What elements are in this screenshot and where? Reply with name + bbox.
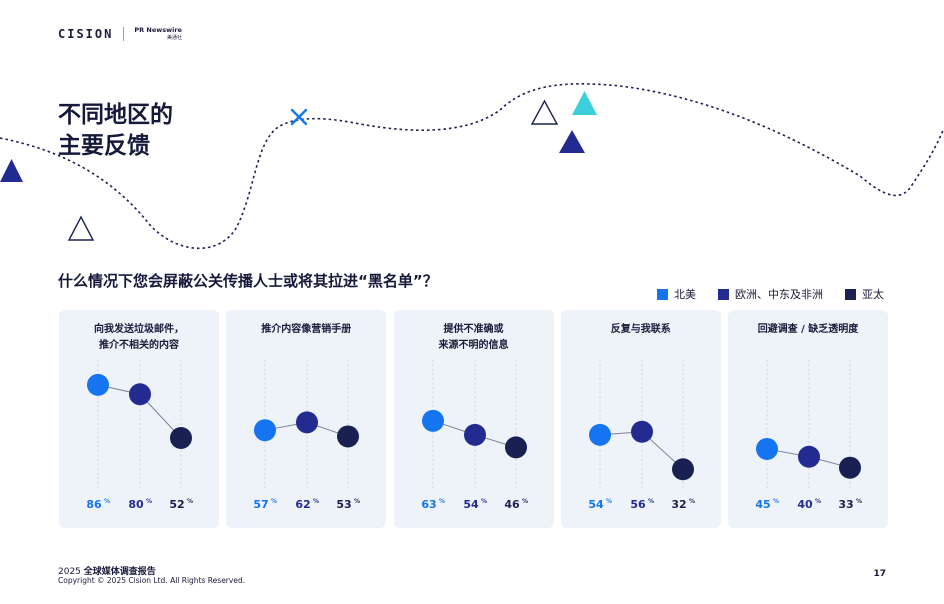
panel-title-line: 推介不相关的内容	[99, 340, 179, 351]
data-point	[254, 419, 277, 442]
data-point	[671, 458, 694, 481]
data-label: 52	[169, 498, 184, 511]
panel-title: 回避调查 / 缺乏透明度	[728, 322, 888, 338]
pr-newswire-sub: 美通社	[166, 34, 182, 41]
legend-swatch-emea	[718, 288, 729, 300]
panel-title: 反复与我联系	[561, 322, 721, 338]
page-title-line2: 主要反馈	[58, 133, 150, 159]
footer-copyright: Copyright © 2025 Cision Ltd. All Rights …	[58, 576, 246, 585]
legend-swatch-north-america	[657, 288, 668, 300]
data-label: 53	[337, 498, 352, 511]
panel-title-line: 推介内容像营销手册	[261, 324, 352, 335]
panel-title-line: 回避调查 / 缺乏透明度	[757, 324, 859, 335]
panel-title: 推介内容像营销手册	[226, 322, 386, 338]
data-label: 32	[671, 498, 686, 511]
data-label: 45	[755, 498, 770, 511]
data-label-unit: %	[313, 498, 319, 505]
data-label: 57	[254, 498, 269, 511]
triangle-outline-icon	[530, 99, 559, 125]
panel-title: 向我发送垃圾邮件， 推介不相关的内容	[59, 322, 219, 354]
data-point	[337, 425, 360, 448]
data-label: 63	[421, 498, 436, 511]
data-point	[839, 456, 861, 479]
data-point	[630, 420, 653, 443]
legend-swatch-apac	[845, 288, 856, 300]
page-title-line1: 不同地区的	[58, 102, 173, 128]
data-label: 54	[588, 498, 604, 511]
chart-legend: 北美 欧洲、中东及非洲 亚太	[657, 286, 884, 302]
triangle-cyan-icon	[572, 91, 597, 115]
panel-chart: 54%56%32%	[588, 360, 695, 511]
data-label: 46	[504, 498, 520, 511]
logo-divider	[123, 27, 125, 41]
data-label-unit: %	[104, 498, 110, 505]
data-point	[421, 409, 444, 432]
pr-newswire-text: PR Newswire	[134, 26, 182, 35]
logo: CISION PR Newswire 美通社	[58, 27, 182, 41]
panel-title-line: 提供不准确或	[443, 324, 504, 335]
footer-report-title: 2025 全球媒体调查报告	[58, 564, 156, 577]
data-point	[170, 427, 192, 449]
footer-report-name: 全球媒体调查报告	[83, 567, 156, 577]
data-label-unit: %	[606, 498, 612, 505]
data-point	[756, 437, 778, 460]
panel-title-line: 向我发送垃圾邮件，	[94, 324, 184, 335]
cross-icon	[290, 108, 308, 126]
legend-item-north-america: 北美	[657, 286, 696, 302]
data-point	[588, 423, 611, 446]
panel-title: 提供不准确或来源不明的信息	[394, 322, 554, 354]
legend-label-apac: 亚太	[862, 288, 884, 301]
data-label: 62	[296, 498, 311, 511]
panel-chart: 57%62%53%	[254, 360, 360, 511]
panel-chart: 63%54%46%	[421, 360, 528, 511]
data-label-unit: %	[773, 498, 779, 505]
panel-chart: 45%40%33%	[755, 360, 862, 511]
data-label-unit: %	[354, 498, 360, 505]
legend-label-north-america: 北美	[674, 288, 696, 301]
data-point	[798, 445, 820, 468]
cision-logo-text: CISION	[58, 27, 114, 41]
page-title: 不同地区的 主要反馈	[58, 100, 173, 162]
data-point	[87, 373, 109, 396]
legend-item-apac: 亚太	[845, 286, 884, 302]
data-point	[463, 423, 486, 446]
data-label-unit: %	[438, 498, 444, 505]
page-number: 17	[873, 569, 886, 579]
panel-title-line: 反复与我联系	[610, 324, 671, 335]
data-label-unit: %	[146, 498, 152, 505]
triangle-filled-icon	[559, 130, 585, 153]
data-label-unit: %	[480, 498, 486, 505]
data-label: 80	[128, 498, 144, 511]
data-label: 56	[630, 498, 646, 511]
data-point	[129, 383, 151, 406]
data-point	[504, 436, 527, 459]
legend-label-emea: 欧洲、中东及非洲	[735, 288, 823, 301]
data-label-unit: %	[689, 498, 695, 505]
survey-question: 什么情况下您会屏蔽公关传播人士或将其拉进“黑名单”？	[58, 272, 438, 290]
data-label-unit: %	[815, 498, 821, 505]
pr-newswire-logo: PR Newswire 美通社	[134, 27, 182, 41]
panel-chart: 86%80%52%	[86, 360, 193, 511]
triangle-filled-icon	[0, 159, 23, 182]
footer-year: 2025	[58, 567, 81, 577]
data-point	[296, 411, 319, 434]
data-label: 40	[797, 498, 813, 511]
data-label-unit: %	[187, 498, 193, 505]
data-label: 33	[838, 498, 853, 511]
data-label-unit: %	[648, 498, 654, 505]
data-label-unit: %	[521, 498, 527, 505]
data-label: 86	[86, 498, 102, 511]
data-label-unit: %	[271, 498, 277, 505]
data-label: 54	[463, 498, 479, 511]
panel-title-line: 来源不明的信息	[438, 340, 509, 351]
triangle-outline-icon	[67, 215, 95, 241]
data-label-unit: %	[856, 498, 862, 505]
legend-item-emea: 欧洲、中东及非洲	[718, 286, 823, 302]
